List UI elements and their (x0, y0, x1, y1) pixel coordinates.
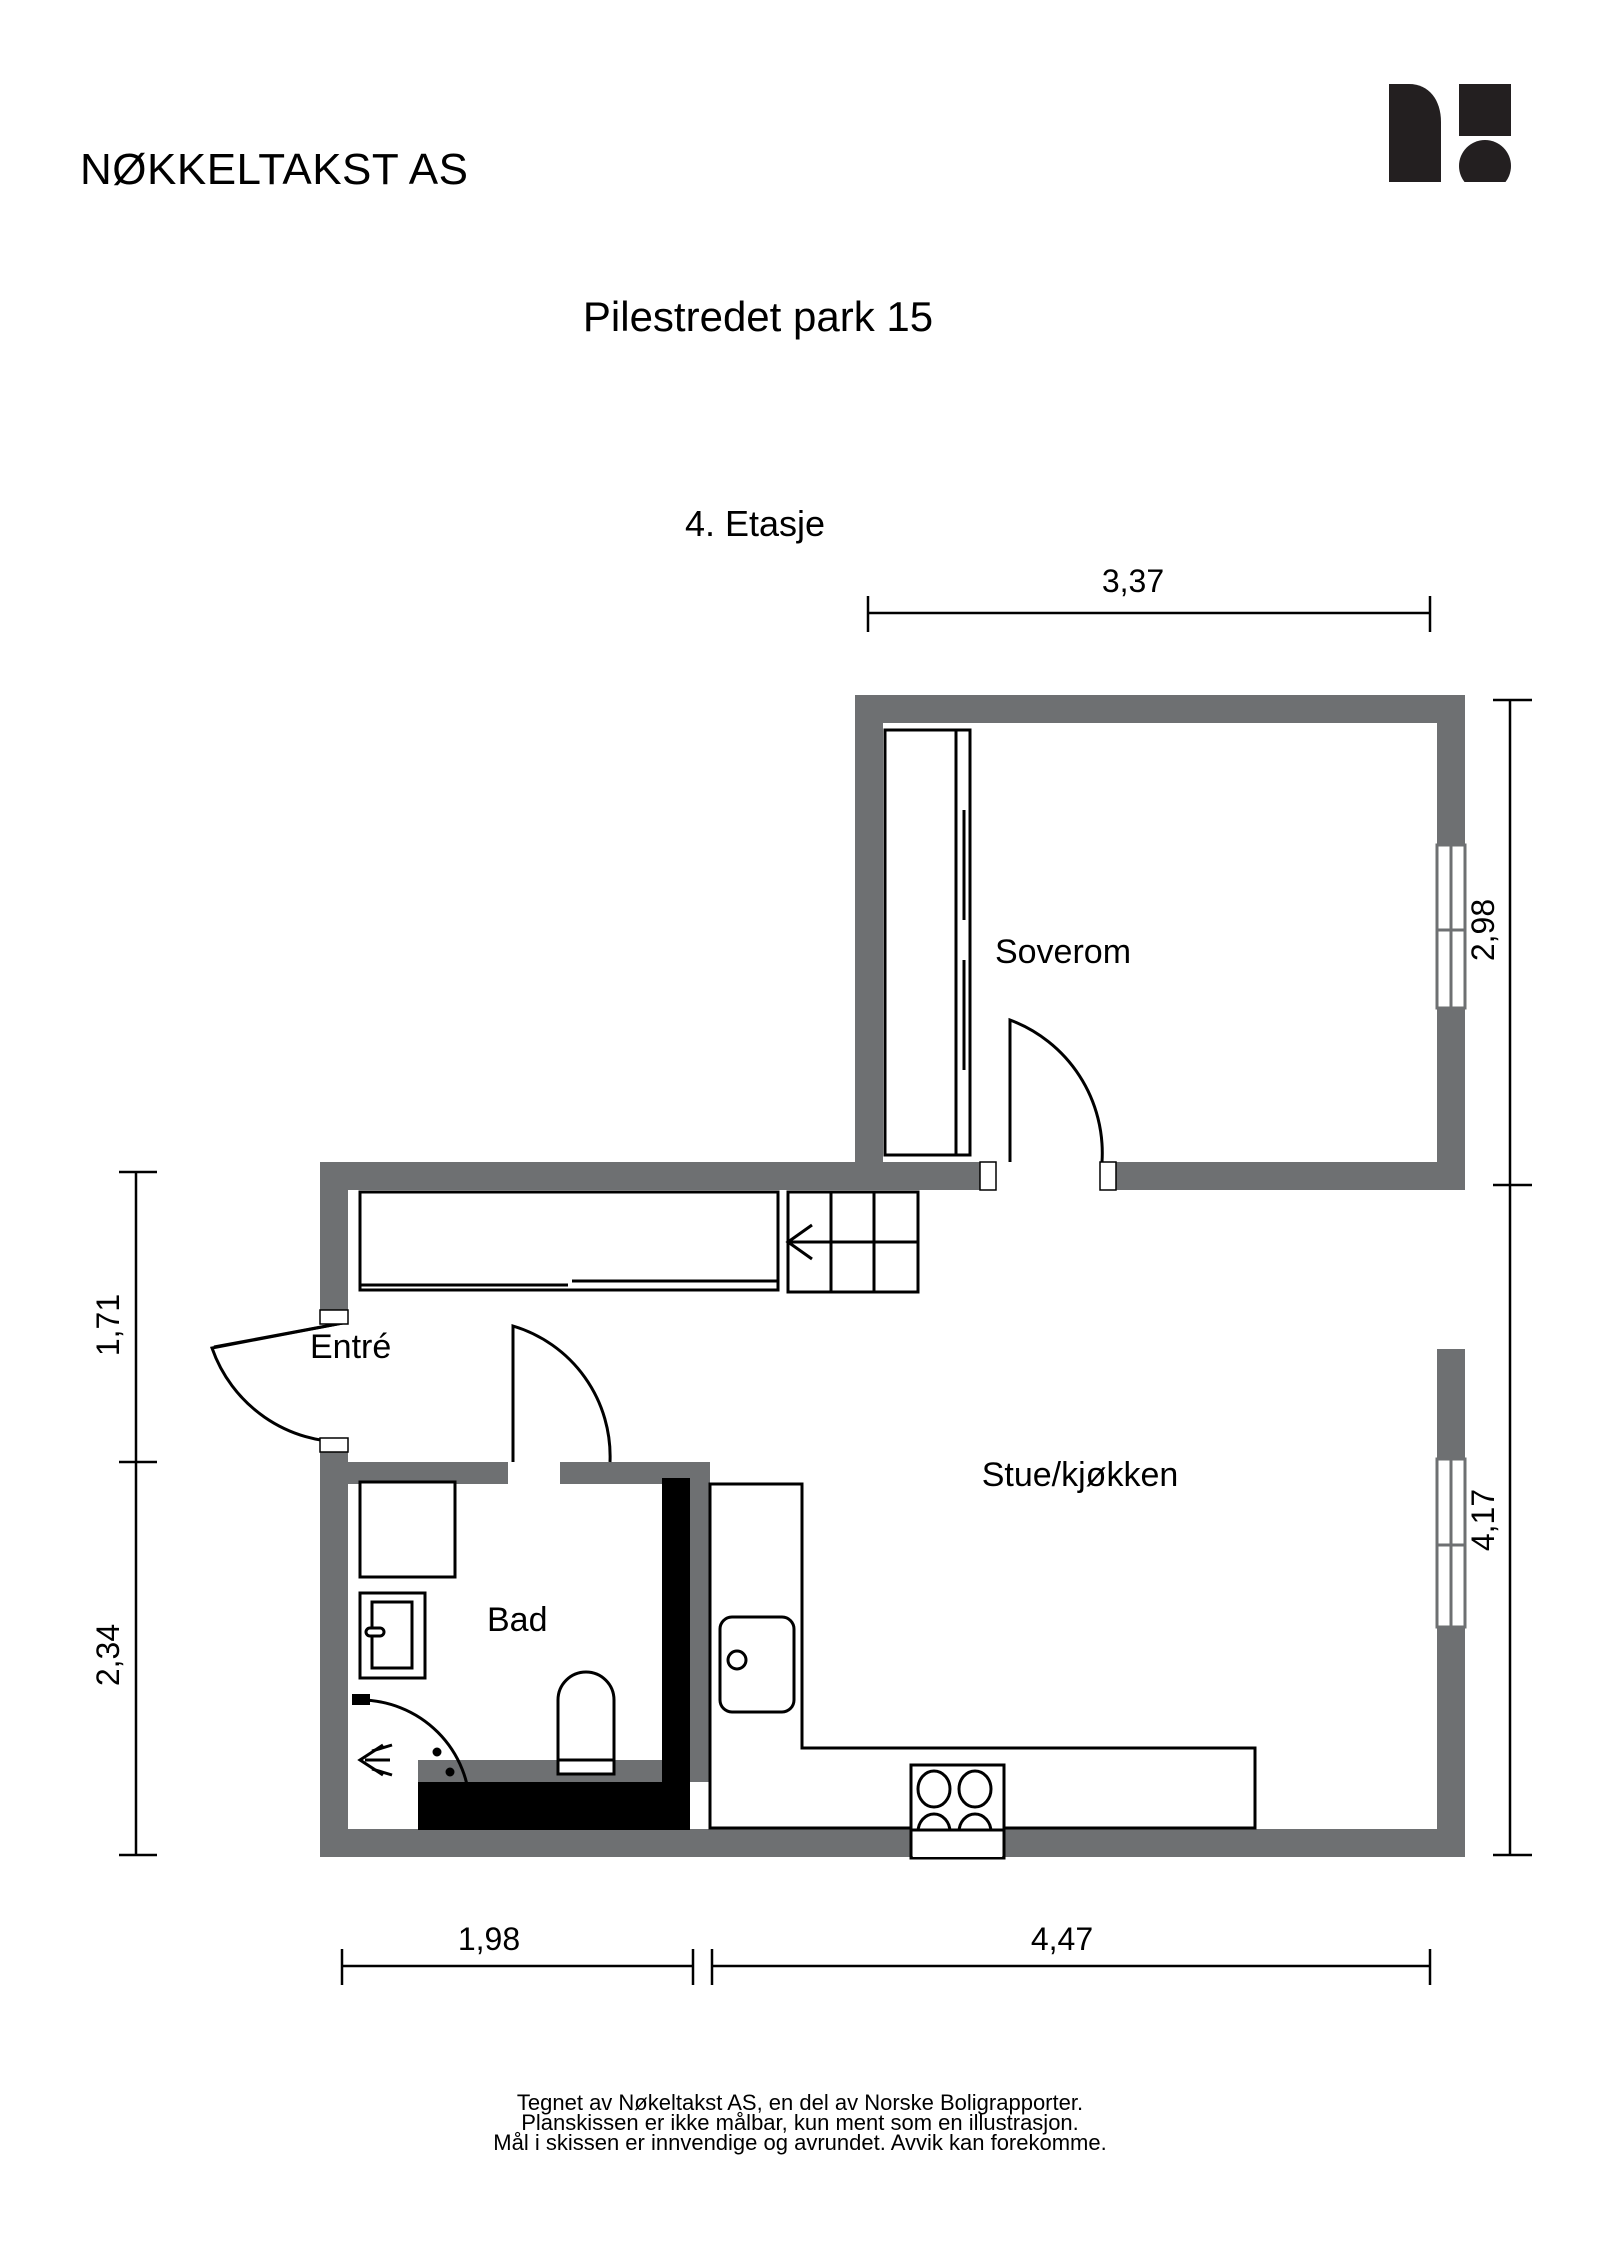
footer-disclaimer: Tegnet av Nøkeltakst AS, en del av Norsk… (0, 2090, 1600, 2156)
living-room-window (1435, 1457, 1467, 1629)
dimension-right-upper: 2,98 (1465, 898, 1501, 962)
room-label-bad: Bad (487, 1601, 548, 1639)
entre-door (511, 1323, 612, 1463)
dimension-right-lower: 4,17 (1465, 1488, 1501, 1552)
dimension-bottom-right: 4,47 (1030, 1921, 1094, 1957)
bathroom-door (359, 1698, 472, 1811)
page-title-text: Pilestredet park 15 (582, 293, 934, 340)
wardrobe-icon-hall (358, 1190, 780, 1292)
arrow-left-icon (785, 1223, 878, 1261)
kitchen-counter (708, 1482, 1257, 1830)
shower-icon (357, 1743, 393, 1777)
interior-wall-dark (418, 1478, 690, 1830)
bedroom-door (1008, 1017, 1104, 1163)
dimension-lines (119, 596, 1532, 1985)
bedroom-window (1435, 843, 1467, 1010)
washing-machine-icon (358, 1480, 457, 1579)
wardrobe-icon-bedroom (883, 728, 972, 1157)
door-hinge-marks (432, 1747, 455, 1777)
room-label-entre: Entré (310, 1328, 392, 1366)
room-label-soverom: Soverom (994, 933, 1132, 971)
footer-line-3: Mål i skissen er innvendige og avrundet.… (493, 2130, 1107, 2156)
walls (320, 695, 1465, 1857)
toilet-icon (556, 1670, 616, 1776)
dimension-left-upper: 1,71 (90, 1293, 126, 1357)
page-title: Pilestredet park 15 (0, 296, 1600, 338)
sink-icon (358, 1591, 427, 1680)
footer-line-1: Tegnet av Nøkeltakst AS, en del av Norsk… (516, 2090, 1084, 2115)
dimension-top-width: 3,37 (1101, 563, 1165, 599)
floor-label-text: 4. Etasje (684, 503, 826, 544)
dimension-left-lower: 2,34 (90, 1623, 126, 1687)
dimension-bottom-left: 1,98 (457, 1921, 521, 1957)
footer-line-2: Planskissen er ikke målbar, kun ment som… (521, 2110, 1079, 2136)
company-name: NØKKELTAKST AS (80, 145, 469, 194)
room-label-stue: Stue/kjøkken (981, 1456, 1179, 1494)
kitchen-sink-icon (718, 1615, 796, 1714)
floor-label: 4. Etasje (0, 506, 1600, 542)
nokkeltakst-logo (1385, 62, 1515, 192)
